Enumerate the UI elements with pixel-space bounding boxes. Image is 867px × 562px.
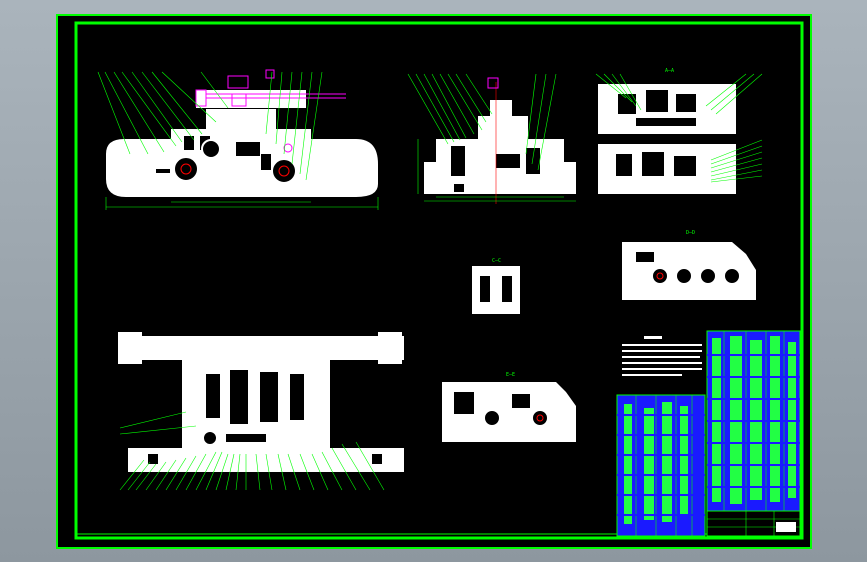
dimension-lines-main bbox=[105, 197, 379, 210]
road-wheel-2 bbox=[201, 139, 221, 159]
drawing-sheet: A—A C—C D—D bbox=[56, 14, 812, 549]
bom-table bbox=[616, 330, 801, 537]
section-label-a: A—A bbox=[665, 68, 674, 74]
section-label-c: C—C bbox=[492, 258, 501, 264]
sheet-inner-border bbox=[74, 21, 804, 540]
leader-lines-b bbox=[407, 73, 576, 202]
cad-drawing-canvas[interactable]: A—A C—C D—D bbox=[56, 14, 812, 549]
turret-base bbox=[206, 109, 276, 137]
technical-notes bbox=[622, 336, 702, 376]
magenta-gun-assembly bbox=[195, 69, 346, 107]
leader-lines-a bbox=[595, 73, 763, 183]
main-view-tracked-chassis bbox=[97, 69, 379, 210]
section-label-e: E—E bbox=[506, 372, 515, 378]
sheet-outer-border bbox=[56, 14, 812, 549]
section-view-d: D—D bbox=[622, 230, 756, 300]
road-wheel-1 bbox=[173, 156, 199, 182]
section-label-d: D—D bbox=[686, 230, 695, 236]
plan-view bbox=[118, 332, 404, 491]
detail-view-c: C—C bbox=[472, 258, 520, 314]
side-view-b bbox=[407, 73, 576, 204]
leader-lines-plan bbox=[119, 411, 385, 491]
section-view-e: E—E bbox=[442, 372, 576, 442]
leader-lines-main bbox=[97, 71, 323, 181]
section-view-a: A—A bbox=[595, 68, 763, 194]
road-wheel-3 bbox=[271, 158, 297, 184]
